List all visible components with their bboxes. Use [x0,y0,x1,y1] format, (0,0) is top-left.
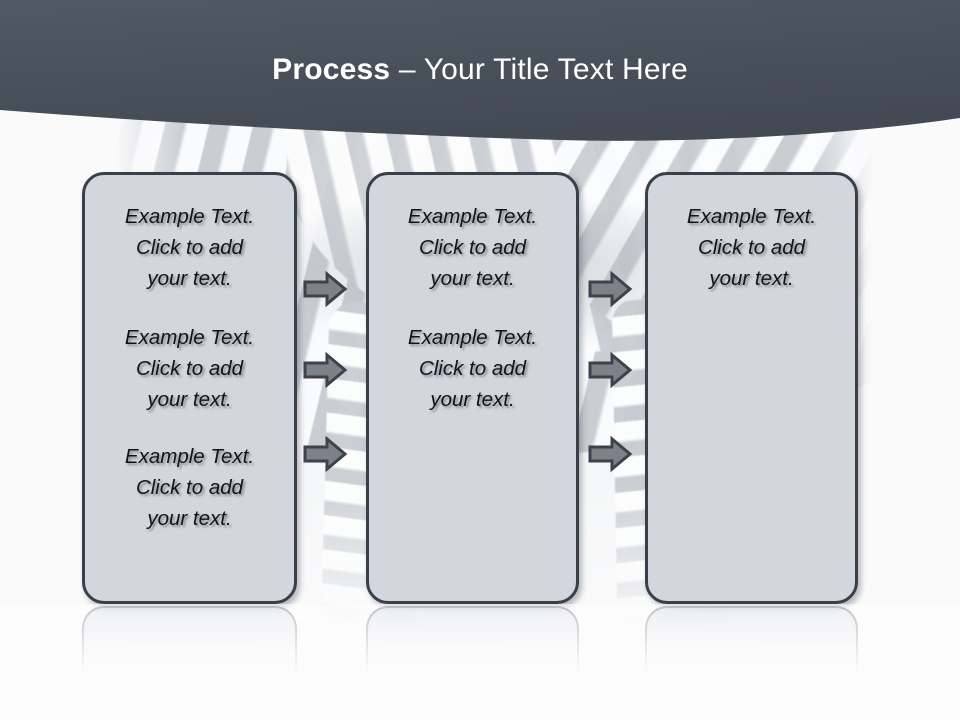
process-box-1-paragraph-2[interactable]: Example Text. Click to add your text. [124,326,255,411]
process-box-3-reflection [645,606,858,718]
process-box-1-reflection [82,606,297,718]
arrow-right-icon-2-1[interactable] [588,270,633,308]
arrow-right-icon-2-3[interactable] [588,435,633,473]
process-box-2-reflection [366,606,579,718]
page-title: Process – Your Title Text Here [0,53,960,87]
process-box-1[interactable]: Example Text. Click to add your text. Ex… [82,172,297,604]
arrow-right-icon-1-3[interactable] [303,435,348,473]
process-box-2[interactable]: Example Text. Click to add your text. Ex… [366,172,579,604]
process-box-1-paragraph-3[interactable]: Example Text. Click to add your text. [124,445,255,530]
process-box-3-paragraph-1[interactable]: Example Text. Click to add your text. [686,205,817,290]
page-title-rest: – Your Title Text Here [390,53,688,86]
page-title-strong: Process [272,53,391,86]
process-box-2-paragraph-2[interactable]: Example Text. Click to add your text. [407,326,538,411]
arrow-right-icon-1-1[interactable] [303,270,348,308]
process-box-1-paragraph-1[interactable]: Example Text. Click to add your text. [124,205,255,290]
arrow-right-icon-1-2[interactable] [303,351,348,389]
process-box-3[interactable]: Example Text. Click to add your text. [645,172,858,604]
process-box-2-paragraph-1[interactable]: Example Text. Click to add your text. [407,205,538,290]
arrow-right-icon-2-2[interactable] [588,351,633,389]
